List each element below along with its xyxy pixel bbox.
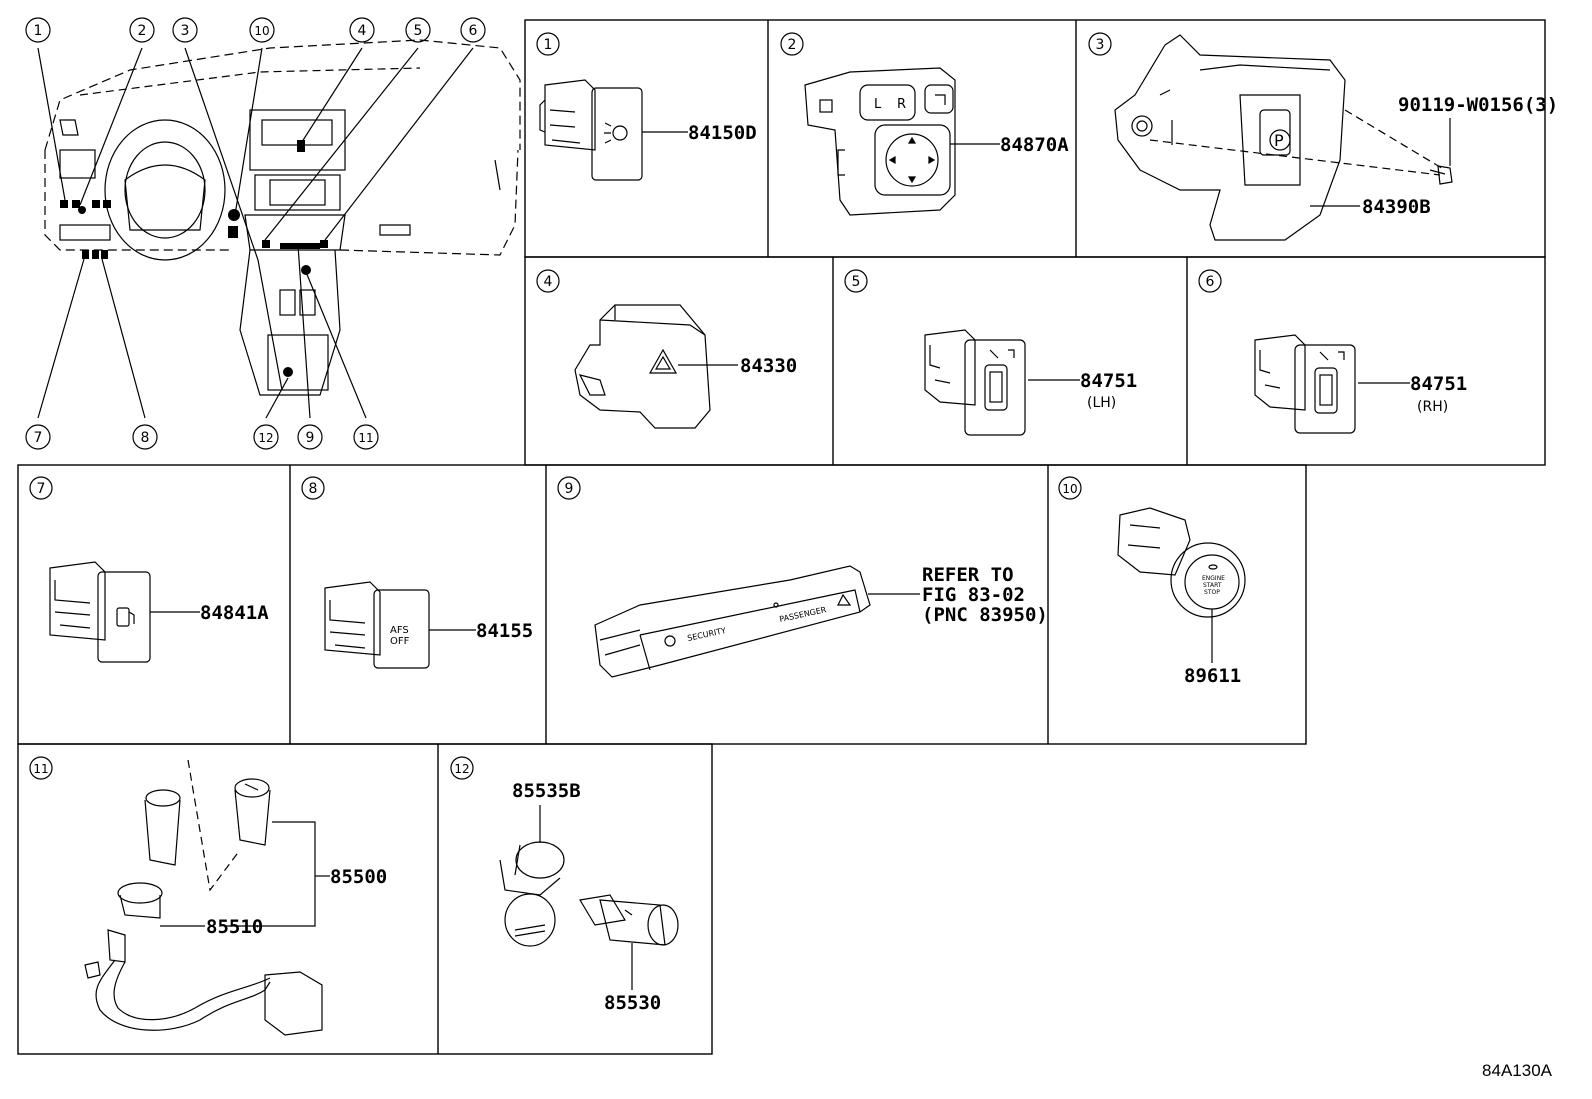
panel-10-number: 10 (1062, 482, 1077, 496)
panel-6-number: 6 (1206, 274, 1215, 290)
side-lh: (LH) (1087, 395, 1116, 411)
part-84841A: 84841A (200, 602, 269, 624)
callout-6: 6 (469, 23, 478, 39)
callout-12: 12 (258, 431, 273, 445)
panel-8-number: 8 (309, 481, 318, 497)
power-outlet-cap-illustration (499, 805, 679, 990)
panel-7-number: 7 (37, 481, 46, 497)
seat-heater-switch-lh-illustration (924, 329, 1080, 436)
panel-3-number: 3 (1096, 37, 1105, 53)
panel-1-number: 1 (544, 37, 553, 53)
afs-label: AFS (390, 625, 409, 636)
part-84150D: 84150D (688, 122, 757, 144)
dashboard-overview: 1 2 3 10 4 5 6 7 8 12 9 (25, 17, 521, 450)
panel-11-number: 11 (33, 762, 48, 776)
mirror-key-L: L (874, 97, 882, 112)
part-89611: 89611 (1184, 665, 1241, 687)
part-85510: 85510 (206, 916, 263, 938)
side-rh: (RH) (1417, 399, 1448, 415)
panel-5-number: 5 (852, 274, 861, 290)
engine-text: ENGINE (1202, 575, 1225, 582)
parking-icon-letter: P (1274, 131, 1284, 150)
part-84751-rh: 84751 (1410, 373, 1467, 395)
part-84870A: 84870A (1000, 134, 1069, 156)
diagram-id: 84A130A (1482, 1061, 1552, 1080)
callout-2: 2 (138, 23, 147, 39)
panel-borders (17, 19, 1546, 1055)
fuel-door-switch-illustration (49, 561, 200, 663)
bolt-90119-W0156: 90119-W0156(3) (1398, 94, 1558, 116)
start-text: START (1203, 582, 1222, 589)
off-label: OFF (390, 636, 410, 647)
afs-off-switch-illustration (324, 581, 476, 669)
hazard-switch-illustration (574, 304, 738, 429)
seat-heater-switch-rh-illustration (1254, 334, 1410, 434)
part-85530: 85530 (604, 992, 661, 1014)
callout-8: 8 (141, 430, 150, 446)
part-85535B: 85535B (512, 780, 581, 802)
panel-4-number: 4 (544, 274, 553, 290)
passenger-label: PASSENGER (779, 605, 828, 624)
part-84330: 84330 (740, 355, 797, 377)
refer-line-1: REFER TO (922, 564, 1014, 586)
mirror-key-R: R (897, 97, 906, 112)
part-84390B: 84390B (1362, 196, 1431, 218)
security-switch-illustration (594, 565, 920, 678)
part-85500: 85500 (330, 866, 387, 888)
panel-12-number: 12 (454, 762, 469, 776)
refer-line-3: (PNC 83950) (922, 604, 1048, 626)
callout-7: 7 (34, 430, 43, 446)
part-84155: 84155 (476, 620, 533, 642)
callout-1: 1 (34, 23, 43, 39)
callout-5: 5 (414, 23, 423, 39)
callout-4: 4 (358, 23, 367, 39)
power-outlet-harness-illustration (84, 759, 330, 1036)
callout-9: 9 (306, 430, 315, 446)
parking-brake-switch-illustration (1114, 34, 1453, 241)
part-84751-lh: 84751 (1080, 370, 1137, 392)
engine-start-switch-illustration (1117, 507, 1246, 663)
refer-line-2: FIG 83-02 (922, 584, 1025, 606)
panel-9-number: 9 (565, 481, 574, 497)
mirror-switch-illustration (804, 67, 1000, 216)
callout-3: 3 (181, 23, 190, 39)
security-label: SECURITY (687, 626, 727, 643)
callout-10: 10 (254, 24, 269, 38)
panel-2-number: 2 (788, 37, 797, 53)
stop-text: STOP (1204, 589, 1220, 596)
callout-11: 11 (358, 431, 373, 445)
fog-lamp-switch-illustration (539, 79, 688, 181)
